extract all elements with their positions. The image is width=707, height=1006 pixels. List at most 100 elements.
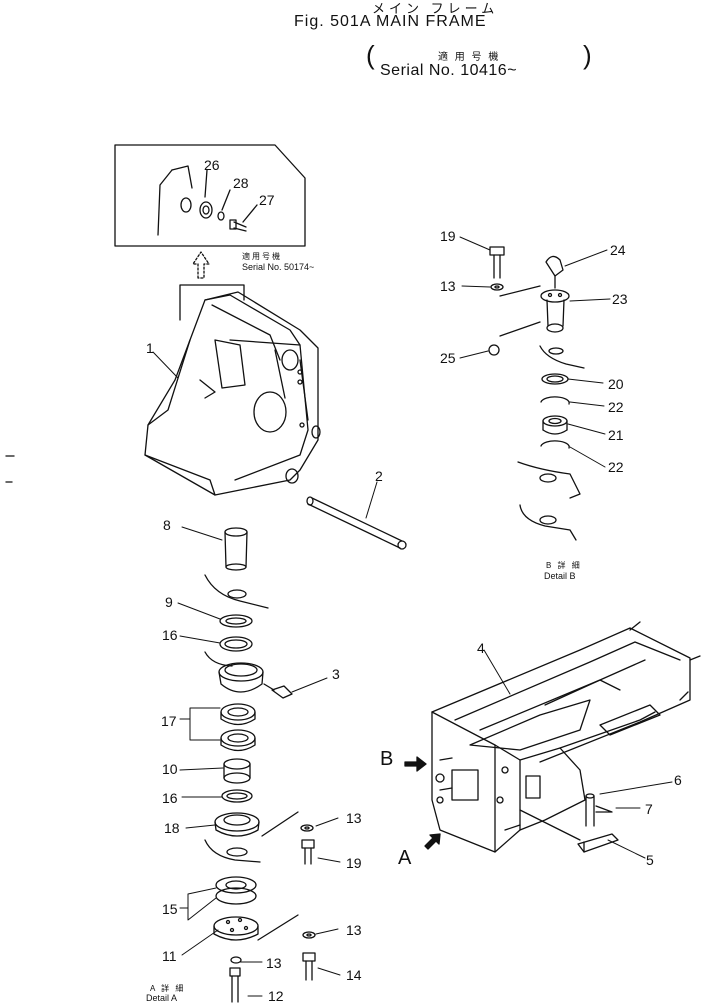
- frame-hole: [540, 474, 556, 482]
- callout-6: 6: [674, 772, 682, 788]
- pin-part-2: [307, 497, 406, 549]
- leader-line: [520, 810, 580, 840]
- bushing-part-8: [225, 528, 247, 570]
- frame-hole: [227, 848, 247, 856]
- callout-11: 11: [162, 948, 177, 964]
- detail-a-jp: A 詳 細: [150, 984, 186, 993]
- inset-applicable-jp: 適用号機: [242, 252, 282, 261]
- callout-21: 21: [608, 427, 624, 443]
- cap-part-18: [215, 813, 259, 836]
- callout-16b: 16: [162, 790, 178, 806]
- inset-box: [115, 145, 305, 246]
- frame-hole: [549, 348, 563, 354]
- plate-part-5: [578, 834, 618, 852]
- callout-22b: 22: [608, 459, 624, 475]
- callout-28: 28: [233, 175, 249, 191]
- leader-line: [500, 322, 540, 336]
- main-frame: [145, 285, 320, 495]
- callout-20: 20: [608, 376, 624, 392]
- split-pin-part-7: [596, 806, 612, 812]
- frame-curve: [540, 346, 584, 368]
- leader-line: [262, 812, 298, 836]
- bolt-part-14: [303, 953, 315, 980]
- plate-part-11: [214, 917, 258, 940]
- title-japanese: メイン フレーム: [372, 1, 499, 16]
- seal-part-16a: [220, 637, 252, 651]
- applicable-label-jp: 適 用 号 機: [438, 52, 501, 63]
- frame-hole: [540, 516, 556, 524]
- callout-13d: 13: [266, 955, 282, 971]
- callout-25: 25: [440, 350, 456, 366]
- plug-part-25: [489, 345, 499, 355]
- callout-5: 5: [646, 852, 654, 868]
- serial-paren-close: ): [583, 40, 592, 70]
- seal-part-9: [220, 615, 252, 627]
- callout-15: 15: [162, 901, 178, 917]
- frame-curve: [520, 505, 576, 540]
- callout-23: 23: [612, 291, 628, 307]
- callout-10: 10: [162, 761, 178, 777]
- frame-curve: [205, 652, 232, 666]
- inset-serial: Serial No. 50174~: [242, 262, 315, 272]
- frame-curve: [205, 575, 268, 608]
- inset-arrow: [193, 252, 209, 278]
- washer-part-13-bottom: [231, 957, 241, 963]
- callout-18: 18: [164, 820, 180, 836]
- callout-14: 14: [346, 967, 362, 983]
- seal-part-16b: [222, 790, 252, 802]
- detail-a-en: Detail A: [146, 993, 178, 1003]
- callout-4: 4: [477, 640, 485, 656]
- rear-frame-part-4: [432, 622, 700, 852]
- serial-paren-open: (: [366, 40, 375, 70]
- callout-22a: 22: [608, 399, 624, 415]
- grease-fitting-part-3: [264, 684, 292, 698]
- bolt-part-19-a: [302, 840, 314, 864]
- bolt-part-12: [230, 968, 240, 1002]
- snap-ring-part-22a: [541, 397, 569, 404]
- callout-19b: 19: [440, 228, 456, 244]
- frame-curve: [518, 462, 580, 498]
- callout-12: 12: [268, 988, 284, 1004]
- pin-part-6: [586, 794, 594, 826]
- callout-1: 1: [146, 340, 154, 356]
- callout-13b: 13: [346, 922, 362, 938]
- callout-24: 24: [610, 242, 626, 258]
- callout-19a: 19: [346, 855, 362, 871]
- frame-hole: [228, 590, 246, 598]
- callout-2: 2: [375, 468, 383, 484]
- washer-part-13-b: [303, 932, 315, 938]
- housing: [219, 663, 263, 692]
- arrow-b: [405, 757, 426, 771]
- arrow-a: [425, 834, 440, 849]
- serial-number: Serial No. 10416~: [380, 62, 518, 79]
- view-marker-b: B: [380, 748, 394, 770]
- washer-part-13-c: [491, 284, 503, 290]
- spacer-part-10: [224, 759, 250, 783]
- shim-part-15: [216, 877, 256, 904]
- view-marker-a: A: [398, 847, 412, 869]
- callout-7: 7: [645, 801, 653, 817]
- fitting-part-24: [546, 256, 563, 288]
- page-title: Fig. 501A MAIN FRAME: [294, 13, 487, 30]
- pin-part-23: [541, 290, 569, 332]
- callout-9: 9: [165, 594, 173, 610]
- seal-part-20: [542, 374, 568, 384]
- callout-3: 3: [332, 666, 340, 682]
- callout-13c: 13: [440, 278, 456, 294]
- leader-line: [500, 286, 540, 296]
- callout-leaders: [153, 237, 672, 996]
- washer-part-13-a: [301, 825, 313, 831]
- bearing-part-21: [543, 416, 567, 434]
- callout-13a: 13: [346, 810, 362, 826]
- callout-8: 8: [163, 517, 171, 533]
- bolt-part-19-b: [490, 247, 504, 278]
- snap-ring-part-22b: [541, 441, 569, 448]
- bearing-part-17: [221, 704, 255, 751]
- leader-line: [258, 915, 298, 940]
- callout-27: 27: [259, 192, 275, 208]
- detail-b-en: Detail B: [544, 571, 576, 581]
- callout-16a: 16: [162, 627, 178, 643]
- callout-17: 17: [161, 713, 177, 729]
- detail-b-jp: B 詳 細: [546, 561, 582, 570]
